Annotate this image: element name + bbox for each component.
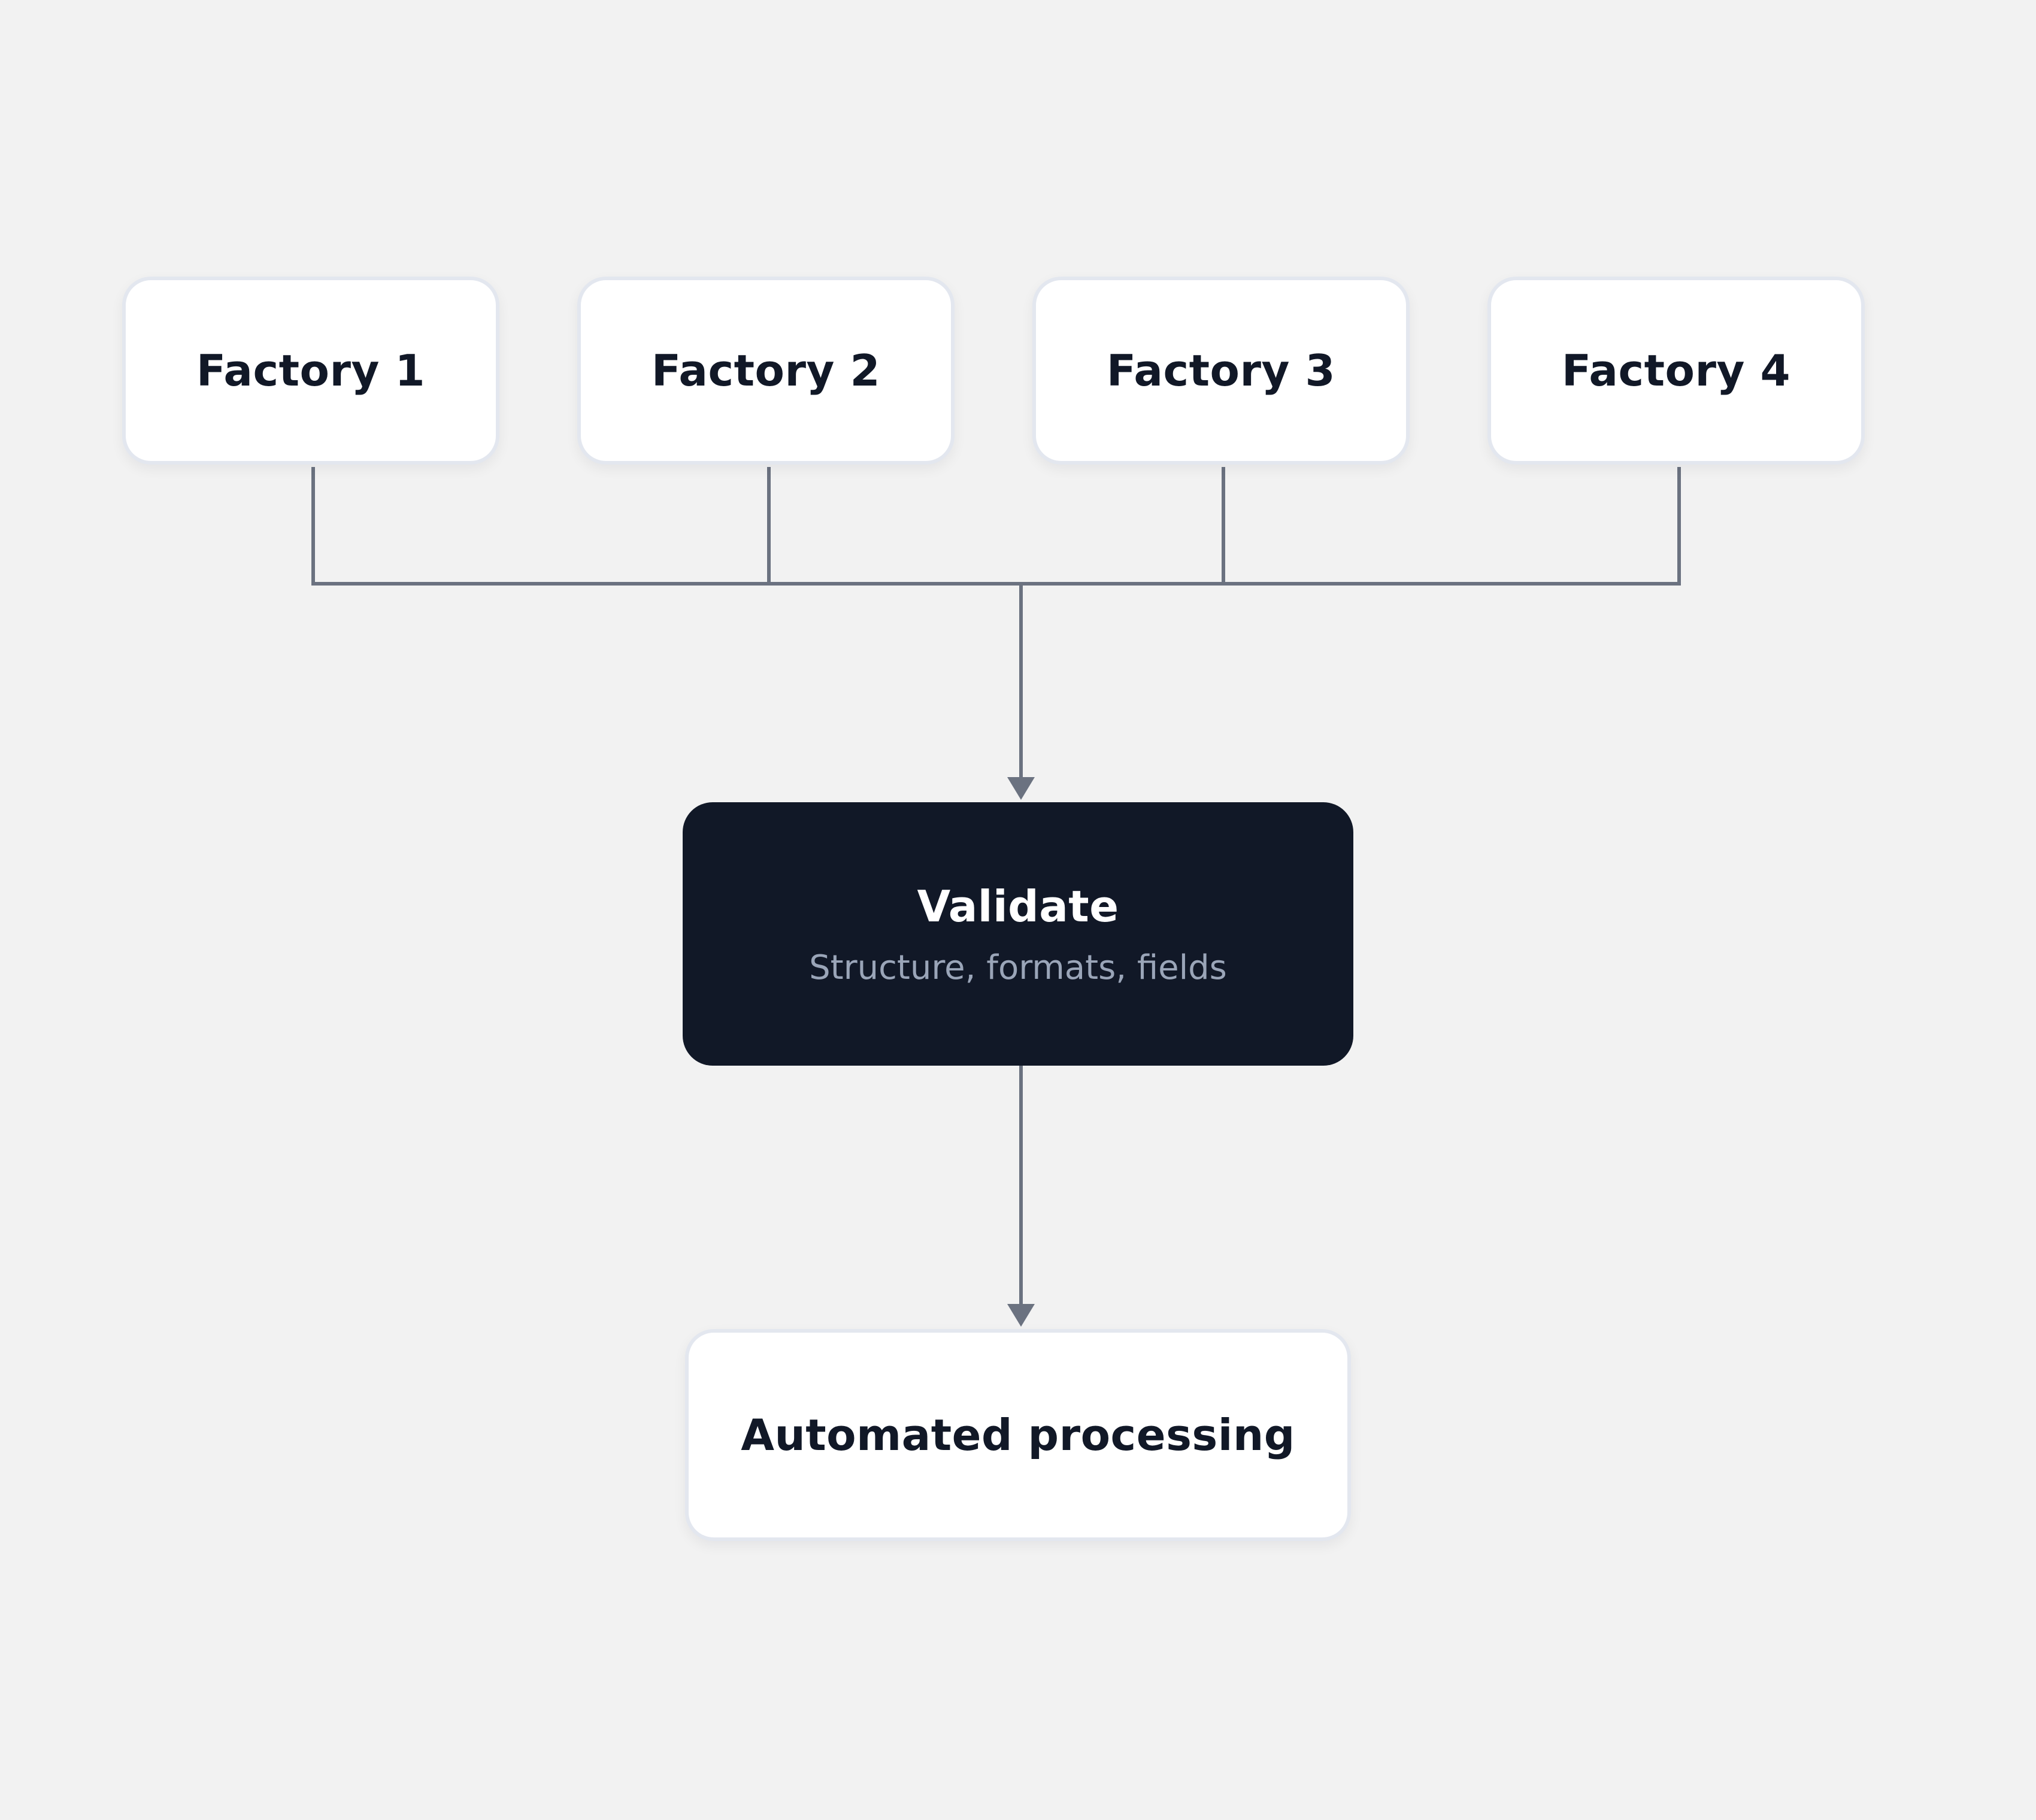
automated-processing-label: Automated processing xyxy=(741,1410,1295,1460)
factory-4-label: Factory 4 xyxy=(1561,345,1791,396)
validate-title: Validate xyxy=(917,881,1119,932)
arrowhead-to-validate xyxy=(1007,777,1035,800)
factory-1-node: Factory 1 xyxy=(122,277,499,465)
validate-node: Validate Structure, formats, fields xyxy=(683,802,1353,1066)
factory-3-node: Factory 3 xyxy=(1032,277,1410,465)
factory-1-label: Factory 1 xyxy=(196,345,426,396)
factory-2-label: Factory 2 xyxy=(651,345,881,396)
arrowhead-to-processing xyxy=(1007,1304,1035,1327)
factory-3-label: Factory 3 xyxy=(1106,345,1336,396)
automated-processing-node: Automated processing xyxy=(685,1329,1351,1541)
validate-subtitle: Structure, formats, fields xyxy=(809,948,1227,987)
factory-2-node: Factory 2 xyxy=(577,277,955,465)
factory-4-node: Factory 4 xyxy=(1487,277,1865,465)
